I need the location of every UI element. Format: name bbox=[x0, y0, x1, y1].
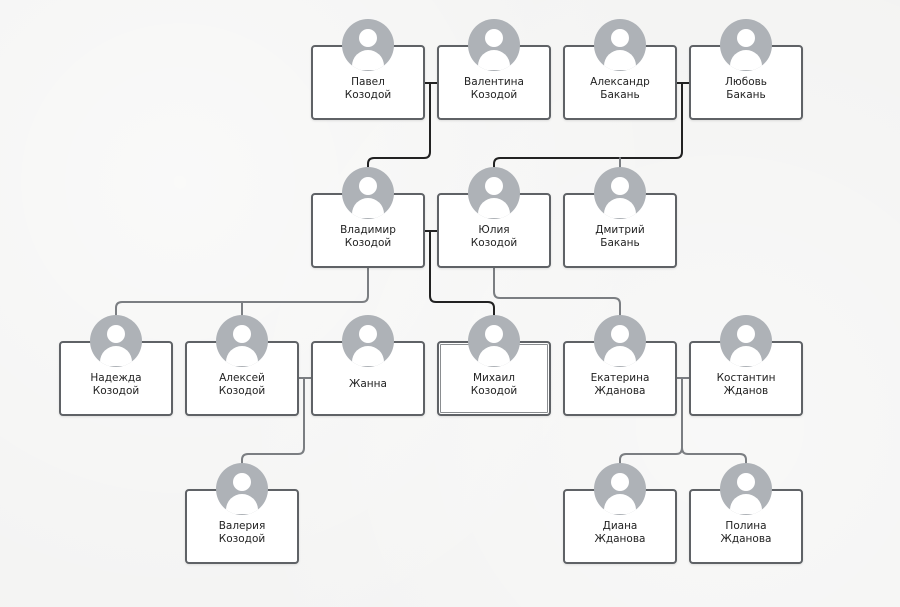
avatar-icon bbox=[720, 463, 772, 515]
avatar-icon bbox=[90, 315, 142, 367]
avatar-icon bbox=[720, 315, 772, 367]
avatar-icon bbox=[468, 315, 520, 367]
avatar-icon bbox=[720, 19, 772, 71]
child-link-ekaterina bbox=[493, 267, 621, 318]
avatar-icon bbox=[342, 167, 394, 219]
person-name: Жанна bbox=[349, 378, 387, 390]
avatar-icon bbox=[468, 19, 520, 71]
avatar-icon bbox=[342, 19, 394, 71]
avatar-icon bbox=[594, 167, 646, 219]
person-card-zhanna[interactable]: Жанна bbox=[311, 315, 425, 416]
avatar-icon bbox=[468, 167, 520, 219]
avatar-icon bbox=[594, 315, 646, 367]
child-link-nadezhda bbox=[115, 267, 369, 318]
avatar-icon bbox=[216, 463, 268, 515]
avatar-icon bbox=[594, 19, 646, 71]
child-link-polina bbox=[681, 447, 747, 466]
avatar-icon bbox=[594, 463, 646, 515]
card-frame bbox=[311, 341, 425, 416]
avatar-icon bbox=[342, 315, 394, 367]
avatar-icon bbox=[216, 315, 268, 367]
